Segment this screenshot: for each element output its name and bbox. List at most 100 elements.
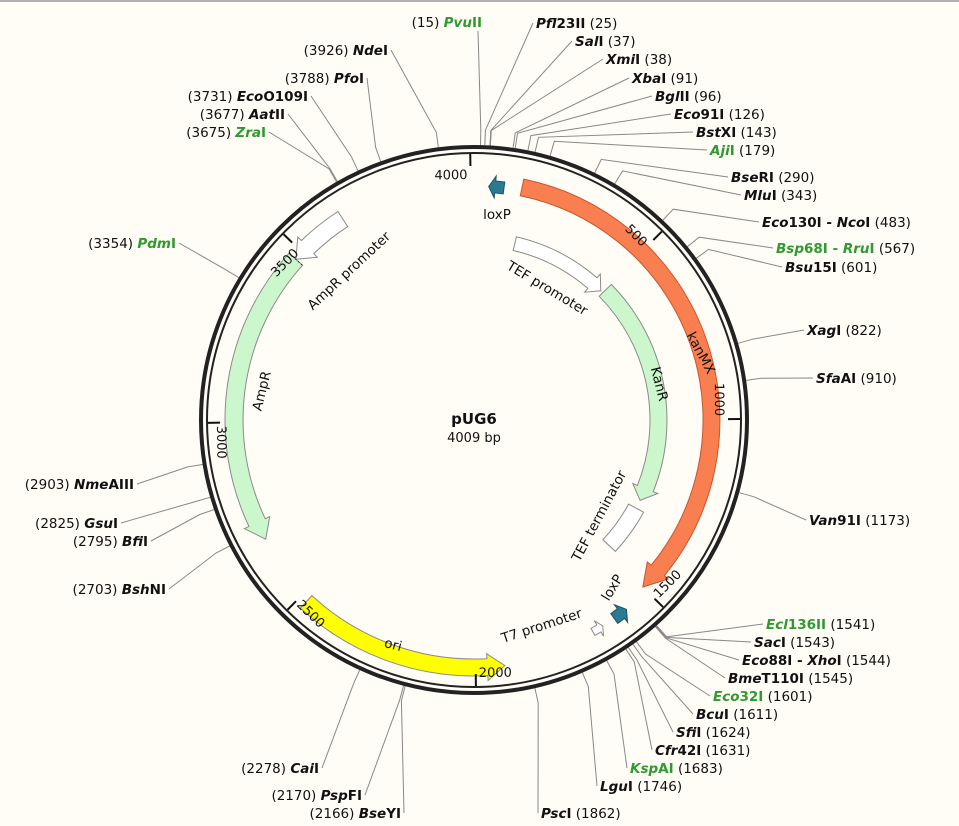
site-caii[interactable]: (2278) CaiI (241, 761, 319, 777)
site-bglii[interactable]: BglII (96) (655, 89, 722, 105)
site-separator: - (792, 653, 807, 669)
feature-label-t7-promoter: T7 promoter (499, 606, 585, 648)
site-sfii[interactable]: SfiI (1624) (676, 725, 751, 741)
site-ndei[interactable]: (3926) NdeI (304, 43, 388, 59)
site-name-italic: Pdm (137, 236, 171, 252)
site-name-italic: Eco (742, 653, 769, 669)
site-name-suffix: 91I (701, 107, 725, 123)
site-sali[interactable]: SalI (37) (575, 34, 636, 50)
site-bshni[interactable]: (2703) BshNI (73, 582, 166, 598)
site-position: (2825) (35, 516, 84, 532)
site-ecoo109i[interactable]: (3731) EcoO109I (188, 89, 308, 105)
site-cfr42i[interactable]: Cfr42I (1631) (655, 743, 750, 759)
site-xmii[interactable]: XmiI (38) (605, 52, 672, 68)
site-name-italic: Sal (575, 34, 599, 50)
site-pvuii[interactable]: (15) PvuII (412, 15, 482, 31)
site-pspfi[interactable]: (2170) PspFI (271, 788, 362, 804)
site-name-suffix: I (781, 635, 786, 651)
site-leader-line (390, 49, 439, 148)
feature-ori-arrow[interactable] (299, 594, 506, 682)
feature-tef-terminator-arrow[interactable] (602, 503, 645, 553)
feature-loxp-arrow[interactable] (610, 603, 629, 625)
tick-label: 4000 (434, 168, 467, 183)
site-name-italic: Pfl (536, 16, 557, 32)
site-xbai[interactable]: XbaI (91) (631, 71, 698, 87)
site-position: (126) (724, 107, 765, 123)
site-name-italic: Bsh (122, 582, 150, 598)
site-bfii[interactable]: (2795) BfiI (73, 534, 148, 550)
site-name-suffix: NI (150, 582, 166, 598)
site-pdmi[interactable]: (3354) PdmI (88, 236, 176, 252)
tick-mark (653, 597, 664, 608)
site-bmet110i[interactable]: BmeT110I (1545) (728, 671, 853, 687)
site-name-italic: Gsu (84, 516, 113, 532)
site-position: (2903) (25, 477, 74, 493)
site-nmeaiii[interactable]: (2903) NmeAIII (25, 477, 134, 493)
site-sfaai[interactable]: SfaAI (910) (816, 371, 897, 387)
feature-ampr-arrow[interactable] (224, 252, 304, 540)
site-leader-line (512, 77, 630, 148)
site-gsui[interactable]: (2825) GsuI (35, 516, 118, 532)
site-position: (143) (736, 125, 777, 141)
site-name-italic: Nme (74, 477, 109, 493)
feature-t7-promoter-arrow[interactable] (590, 620, 604, 637)
site-position: (38) (640, 52, 672, 68)
feature-ampr-promoter-arrow[interactable] (295, 210, 349, 260)
feature-kanr-arrow[interactable] (598, 283, 668, 502)
site-name-italic: Bst (696, 125, 721, 141)
site-ecl136ii[interactable]: Ecl136II (1541) (766, 617, 875, 633)
site-zrai[interactable]: (3675) ZraI (186, 125, 266, 141)
site-mlui[interactable]: MluI (343) (744, 188, 817, 204)
site-position: (2795) (73, 534, 122, 550)
site-bcui[interactable]: BcuI (1611) (696, 707, 778, 723)
site-name-suffix: 88I (769, 653, 793, 669)
site-kspai[interactable]: KspAI (1683) (630, 761, 723, 777)
site-eco130i-ncoi[interactable]: Eco130I - NcoI (483) (762, 215, 911, 231)
site-name-suffix: I (359, 71, 364, 87)
site-position: (2703) (73, 582, 122, 598)
site-pfoi[interactable]: (3788) PfoI (285, 71, 364, 87)
site-name-suffix: I (598, 34, 603, 50)
site-psci[interactable]: PscI (1862) (541, 806, 621, 822)
site-name-suffix: RI (758, 170, 773, 186)
site-aatii[interactable]: (3677) AatII (200, 107, 285, 123)
site-leader-line (614, 170, 742, 196)
site-name-italic: Bfi (122, 534, 143, 550)
site-leader-line (625, 648, 653, 751)
site-lgui[interactable]: LguI (1746) (600, 779, 682, 795)
site-xagi[interactable]: XagI (822) (806, 323, 882, 339)
feature-loxp-arrow[interactable] (488, 174, 506, 200)
site-eco88i-xhoi[interactable]: Eco88I - XhoI (1544) (742, 653, 891, 669)
site-leader-line (739, 492, 807, 521)
site-eco32i[interactable]: Eco32I (1601) (713, 689, 813, 705)
site-bsu15i[interactable]: Bsu15I (601) (785, 260, 877, 276)
backbone-ring (199, 145, 749, 695)
feature-label-loxp: loxP (483, 207, 511, 223)
site-name-italic: Aat (248, 107, 276, 123)
backbone-inner-line (206, 152, 742, 688)
feature-label-loxp: loxP (598, 572, 626, 604)
site-position: (179) (735, 143, 776, 159)
site-name-italic: Xba (631, 71, 661, 87)
site-saci[interactable]: SacI (1543) (754, 635, 835, 651)
site-position: (1545) (804, 671, 853, 687)
site-ajii[interactable]: AjiI (179) (709, 143, 775, 159)
site-name-suffix: I (661, 71, 666, 87)
site-name-suffix: T110I (762, 671, 804, 687)
site-leader-line (484, 22, 534, 146)
site-name-italic: Sfa (816, 371, 841, 387)
site-bseyi[interactable]: (2166) BseYI (310, 806, 401, 822)
feature-kanmx-arrow[interactable] (519, 178, 721, 588)
tick-mark (286, 600, 297, 611)
site-bseri[interactable]: BseRI (290) (731, 170, 815, 186)
site-pfl23ii[interactable]: Pfl23II (25) (536, 16, 617, 32)
site-bstxi[interactable]: BstXI (143) (696, 125, 777, 141)
site-van91i[interactable]: Van91I (1173) (809, 513, 910, 529)
feature-boundary (288, 252, 303, 266)
site-eco91i[interactable]: Eco91I (126) (674, 107, 765, 123)
site-leader-line (687, 236, 774, 249)
tick-mark (652, 230, 663, 241)
site-position: (1544) (842, 653, 891, 669)
site-bsp68i-rrui[interactable]: Bsp68I - RruI (567) (776, 241, 915, 257)
feature-tef-promoter-arrow[interactable] (512, 236, 602, 293)
